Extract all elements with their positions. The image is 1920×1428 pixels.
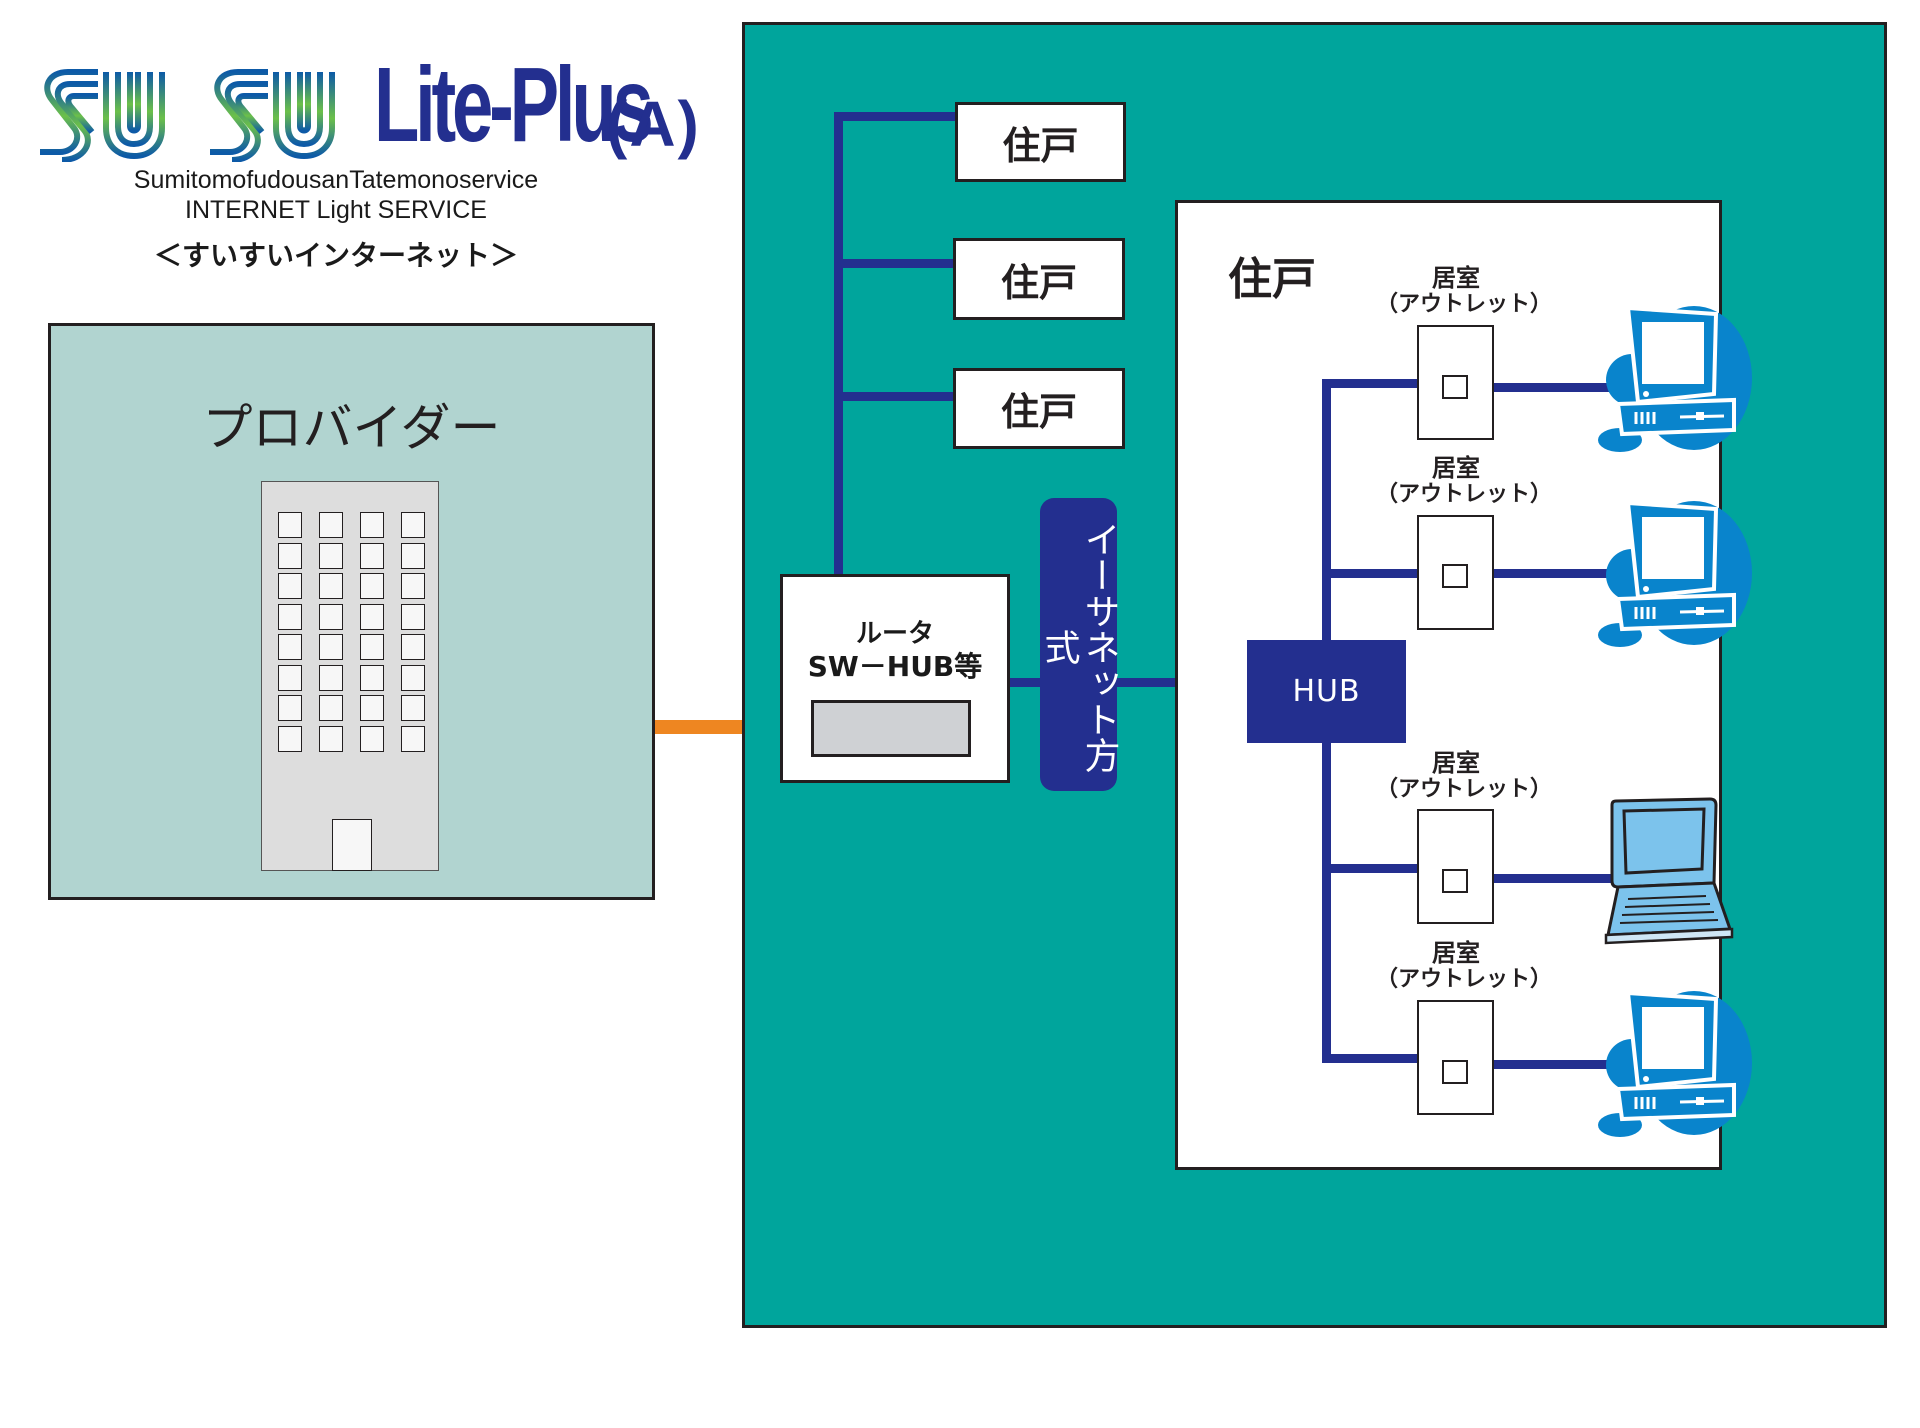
lan-jack-icon bbox=[1442, 869, 1468, 893]
building-window bbox=[360, 634, 384, 660]
wall-outlet-icon bbox=[1417, 325, 1494, 440]
unit-branch-line bbox=[834, 112, 956, 121]
unit-branch-line bbox=[834, 392, 956, 401]
device-connection-line bbox=[1470, 1060, 1610, 1069]
logo-product-name: Lite-Plus bbox=[374, 46, 654, 164]
lan-jack-icon bbox=[1442, 375, 1468, 399]
building-window bbox=[319, 512, 343, 538]
lan-jack-icon bbox=[1442, 1060, 1468, 1084]
room-branch-line bbox=[1322, 1054, 1420, 1063]
switch-hub-label: SW－HUB等 bbox=[807, 650, 983, 683]
logo-variant: (A) bbox=[606, 88, 701, 160]
device-connection-line bbox=[1470, 383, 1610, 392]
building-window bbox=[360, 664, 384, 691]
device-connection-line bbox=[1470, 874, 1620, 883]
building-window bbox=[360, 573, 384, 599]
room-outlet-label: （アウトレット） bbox=[1376, 292, 1553, 317]
room-name: 居室 bbox=[1432, 264, 1480, 292]
room-branch-line bbox=[1322, 569, 1420, 578]
room-name: 居室 bbox=[1432, 454, 1480, 482]
unit-branch-line bbox=[834, 259, 956, 268]
lan-jack-icon bbox=[1442, 564, 1468, 588]
building-window bbox=[319, 695, 343, 721]
room-outlet-label: （アウトレット） bbox=[1376, 482, 1553, 507]
building-window bbox=[319, 573, 343, 599]
dwelling-unit-title: 住戸 bbox=[1228, 254, 1316, 305]
room-name: 居室 bbox=[1432, 939, 1480, 967]
hub-box: HUB bbox=[1247, 640, 1406, 743]
unit-box: 住戸 bbox=[953, 238, 1125, 320]
laptop-icon bbox=[1598, 795, 1758, 950]
provider-title: プロバイダー bbox=[202, 399, 501, 457]
building-window bbox=[401, 603, 425, 630]
building-window bbox=[360, 603, 384, 630]
desktop-pc-icon bbox=[1598, 300, 1758, 455]
building-window bbox=[360, 542, 384, 569]
logo-company-name: SumitomofudousanTatemonoservice bbox=[133, 166, 539, 194]
room-outlet-label: （アウトレット） bbox=[1376, 777, 1553, 802]
building-window bbox=[319, 634, 343, 660]
building-window bbox=[401, 542, 425, 569]
room-label: 居室（アウトレット） bbox=[1376, 264, 1553, 318]
building-window bbox=[401, 725, 425, 752]
building-window bbox=[278, 542, 302, 569]
room-label: 居室（アウトレット） bbox=[1376, 939, 1553, 993]
room-branch-line bbox=[1322, 864, 1420, 873]
building-window bbox=[401, 664, 425, 691]
building-window bbox=[278, 725, 302, 752]
router-device-icon bbox=[811, 700, 971, 757]
wall-outlet-icon bbox=[1417, 515, 1494, 630]
building-window bbox=[360, 512, 384, 538]
building-window bbox=[278, 512, 302, 538]
office-building-icon bbox=[261, 481, 439, 871]
building-window bbox=[319, 542, 343, 569]
provider-box: プロバイダー bbox=[48, 323, 655, 900]
ethernet-method-badge: イーサネット方式 bbox=[1038, 498, 1120, 791]
building-window bbox=[401, 512, 425, 538]
building-window bbox=[360, 695, 384, 721]
logo-japanese-name: ＜すいすいインターネット＞ bbox=[153, 239, 518, 272]
building-window bbox=[278, 573, 302, 599]
unit-box: 住戸 bbox=[955, 102, 1126, 182]
room-label: 居室（アウトレット） bbox=[1376, 454, 1553, 508]
building-window bbox=[278, 695, 302, 721]
room-branch-line bbox=[1322, 379, 1420, 388]
building-door bbox=[332, 819, 372, 871]
ethernet-line bbox=[1010, 678, 1250, 687]
building-window bbox=[278, 664, 302, 691]
unit-box: 住戸 bbox=[953, 368, 1125, 449]
building-window bbox=[360, 725, 384, 752]
logo-service-name: INTERNET Light SERVICE bbox=[185, 196, 487, 224]
building-window bbox=[401, 634, 425, 660]
device-connection-line bbox=[1470, 569, 1610, 578]
wall-outlet-icon bbox=[1417, 1000, 1494, 1115]
backbone-vertical-line bbox=[834, 112, 843, 576]
ethernet-method-label: イーサネット方式 bbox=[1038, 521, 1120, 773]
desktop-pc-icon bbox=[1598, 985, 1758, 1140]
building-window bbox=[278, 634, 302, 660]
desktop-pc-icon bbox=[1598, 495, 1758, 650]
router-label: ルータ bbox=[855, 619, 934, 649]
wall-outlet-icon bbox=[1417, 809, 1494, 924]
building-window bbox=[278, 603, 302, 630]
building-window bbox=[319, 603, 343, 630]
building-window bbox=[319, 725, 343, 752]
room-label: 居室（アウトレット） bbox=[1376, 749, 1553, 803]
room-name: 居室 bbox=[1432, 749, 1480, 777]
building-window bbox=[319, 664, 343, 691]
router-switch-box: ルータ SW－HUB等 bbox=[780, 574, 1010, 783]
building-window bbox=[401, 573, 425, 599]
room-outlet-label: （アウトレット） bbox=[1376, 967, 1553, 992]
sui-sui-logo-mark bbox=[40, 69, 361, 162]
building-window bbox=[401, 695, 425, 721]
